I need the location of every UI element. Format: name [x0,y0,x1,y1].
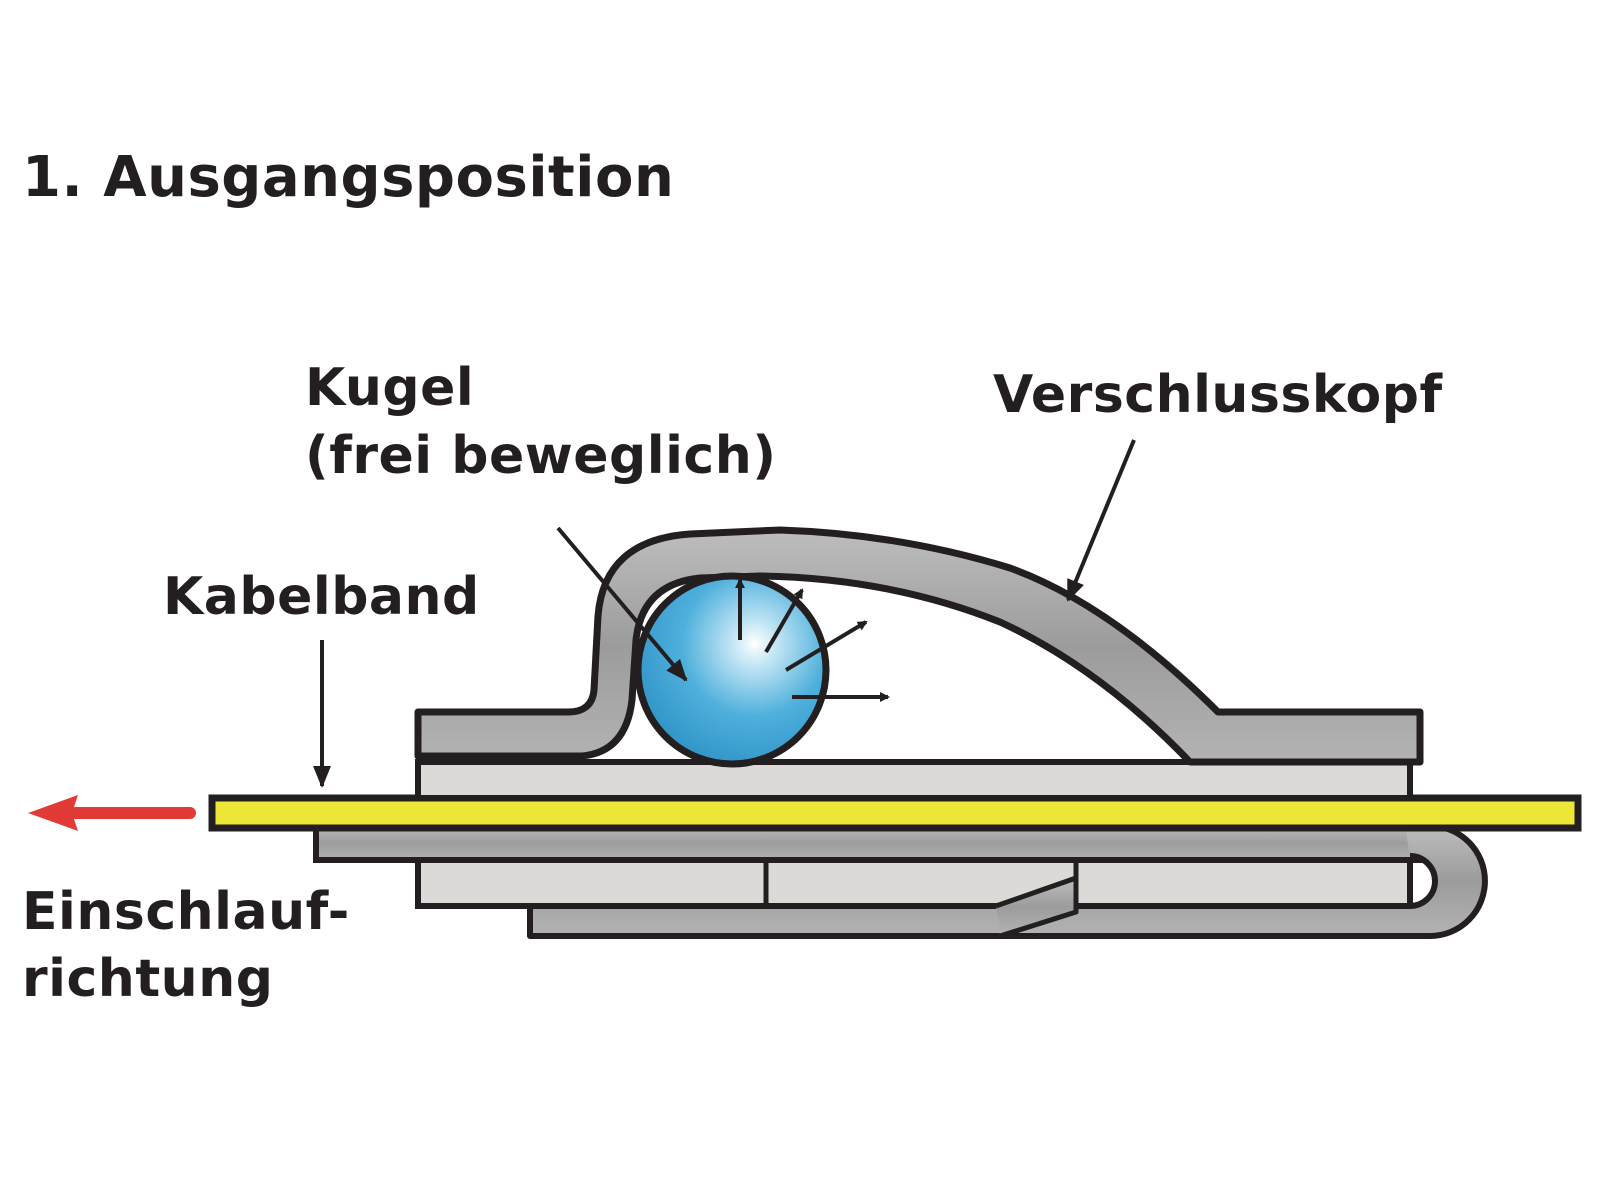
force-arrow-right-up [784,620,868,672]
ball-leader-line [556,526,688,682]
entry-direction-label-line2: richtung [22,949,274,1009]
cable-tie-band [208,794,1582,832]
lock-head-leader-line [1066,439,1136,602]
under-band-gray [313,823,1423,863]
ball-label-line1: Kugel [305,358,475,418]
lock-head-label: Verschlusskopf [993,365,1443,425]
ball-label-line2: (frei beweglich) [305,426,777,486]
diagram-title: 1. Ausgangsposition [22,145,675,210]
cable-tie-label: Kabelband [163,567,480,627]
upper-light-body [415,759,1413,801]
lower-light-body [415,857,1413,909]
entry-direction-arrow [28,795,196,831]
entry-direction-label-line1: Einschlauf- [22,882,350,942]
ball [634,572,830,768]
force-arrows [735,578,890,702]
lower-housing [313,823,1488,939]
lock-head [414,526,1424,766]
lower-return-curve [527,823,1488,939]
red-arrow-head [28,795,78,831]
pawl-spring [995,875,1079,939]
force-arrow-up-right [764,588,804,654]
